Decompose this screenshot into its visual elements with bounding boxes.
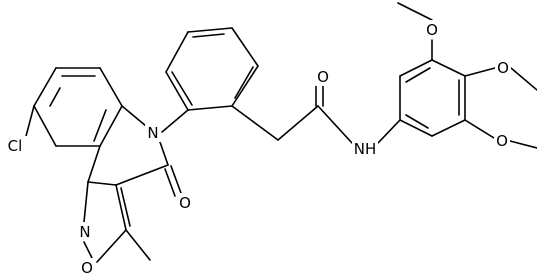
bond-38: [377, 119, 401, 144]
bond-34: [277, 105, 319, 141]
bond-21: [120, 187, 131, 227]
bond-17: [83, 181, 89, 223]
bond-43: [431, 119, 466, 137]
bond-32: [171, 71, 193, 106]
bond-24: [187, 105, 233, 111]
atom-o-methoxy-mid: O: [495, 58, 511, 77]
bond-1: [99, 67, 123, 107]
bond-9: [24, 105, 35, 141]
bond-5: [33, 67, 57, 107]
bond-8: [49, 87, 61, 107]
atom-o-isoxazole-label: O: [81, 259, 93, 277]
atom-cl-label: Cl: [8, 137, 23, 155]
atom-nh-amide: NH: [352, 139, 378, 158]
bond-7: [93, 109, 107, 142]
atom-n-ring-label: N: [147, 124, 158, 142]
atom-label-layer: Cl N O N O O NH O: [3, 20, 511, 277]
atom-cl: Cl: [3, 136, 28, 155]
atom-o-methoxy-bot-label: O: [496, 132, 508, 150]
bond-49: [397, 2, 433, 21]
bond-27: [187, 27, 233, 33]
atom-o-isoxazole: O: [79, 258, 95, 277]
bond-50: [464, 67, 496, 77]
bond-19: [96, 229, 127, 263]
bond-layer: [24, 2, 537, 263]
bond-41: [431, 59, 466, 77]
bond-12: [87, 181, 117, 186]
bond-10: [121, 105, 147, 127]
bond-40: [399, 59, 433, 77]
bond-29: [165, 71, 189, 111]
bond-37: [317, 105, 353, 144]
atom-n-isoxazole-label: N: [79, 223, 90, 241]
bond-2: [99, 105, 123, 147]
bond-23: [161, 109, 189, 133]
bond-25: [231, 65, 259, 107]
atom-o-carbonyl-ring: O: [177, 193, 193, 212]
bond-30: [234, 66, 254, 99]
bond-11: [87, 145, 101, 183]
atom-o-methoxy-top: O: [424, 20, 440, 39]
bond-14: [115, 164, 169, 186]
bond-20: [83, 241, 93, 259]
bond-31: [192, 33, 225, 38]
atom-o-amide-label: O: [317, 68, 329, 86]
atom-o-methoxy-mid-label: O: [497, 59, 509, 77]
bond-22: [125, 229, 151, 261]
atom-n-isoxazole: N: [77, 222, 93, 241]
atom-o-carbonyl-ring-label: O: [179, 194, 191, 212]
bond-33: [231, 105, 279, 141]
bond-53: [509, 140, 537, 149]
bond-26: [231, 27, 259, 67]
bond-18: [115, 184, 127, 231]
bond-4: [33, 105, 57, 147]
bond-15: [170, 165, 182, 194]
atom-o-methoxy-bot: O: [494, 131, 510, 150]
atom-nh-amide-label: NH: [354, 140, 377, 158]
bond-47: [405, 114, 429, 129]
atom-o-amide: O: [315, 67, 331, 86]
bond-45: [405, 67, 431, 83]
atom-n-ring: N: [145, 123, 161, 142]
bond-28: [165, 31, 189, 73]
atom-o-methoxy-top-label: O: [426, 21, 438, 39]
bond-52: [464, 119, 495, 139]
bond-51: [510, 67, 537, 91]
bond-44: [399, 119, 433, 137]
bond-16: [164, 168, 176, 197]
bond-13: [159, 141, 169, 166]
